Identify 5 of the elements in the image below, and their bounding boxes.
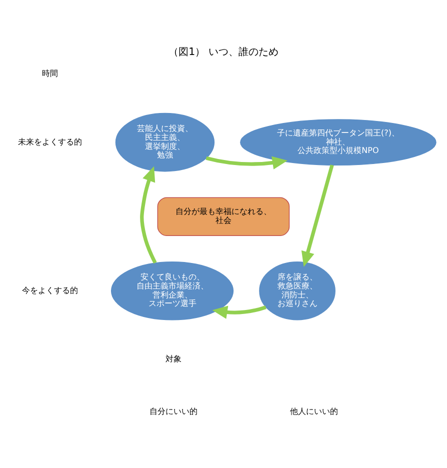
arrow: [212, 304, 266, 318]
arrow: [206, 156, 288, 169]
arrow: [140, 166, 157, 264]
diagram-title: （図1） いつ、誰のため: [168, 46, 278, 58]
arrow: [301, 164, 334, 266]
